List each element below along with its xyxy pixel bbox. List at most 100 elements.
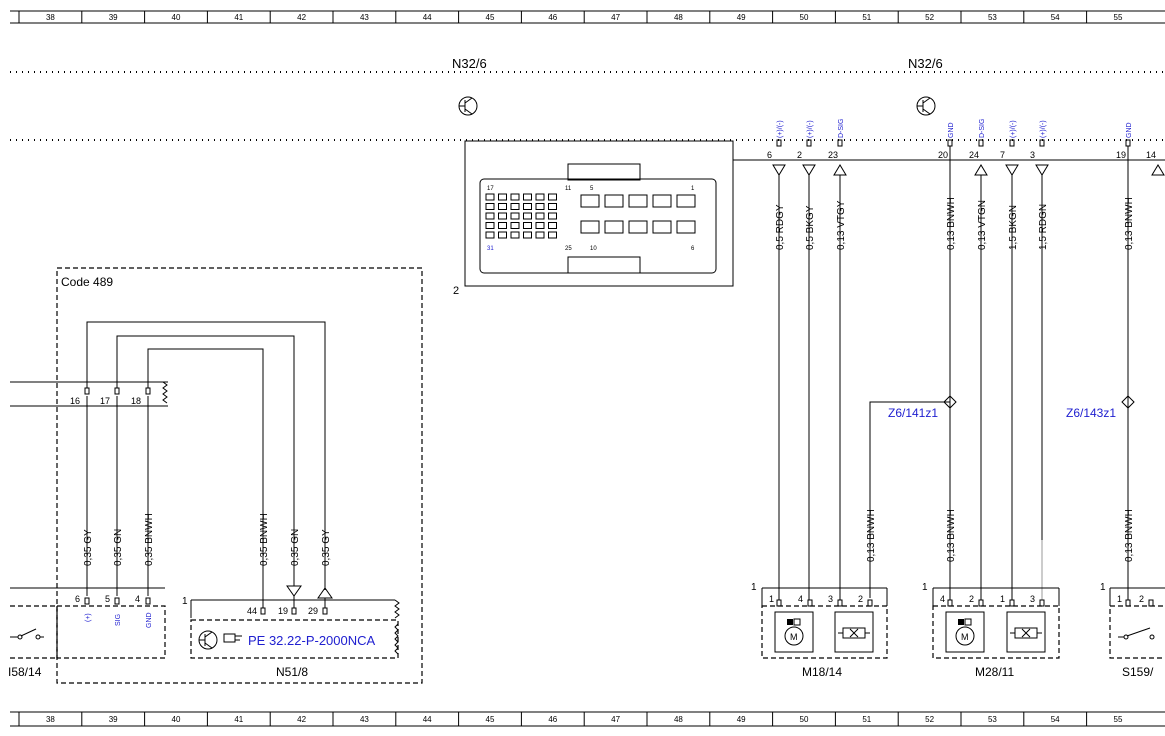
n51-pins: 44 19 29 bbox=[247, 606, 328, 616]
m18-pin-3: 3 bbox=[828, 594, 833, 604]
splice-z6-143 bbox=[1121, 395, 1135, 409]
top-pin-signal: GND bbox=[948, 122, 955, 138]
pin-socket bbox=[978, 139, 984, 147]
connector-number: 2 bbox=[453, 285, 459, 297]
top-pin-number: 24 bbox=[969, 150, 979, 160]
m18-one: 1 bbox=[751, 582, 757, 593]
top-pin-signal: D-SIG bbox=[838, 119, 845, 138]
code-489-box bbox=[56, 267, 423, 684]
grid-column-45: 45 bbox=[486, 715, 495, 724]
wire-m28-gnd: 0,13 BNWH bbox=[946, 509, 957, 562]
grid-column-48: 48 bbox=[674, 715, 683, 724]
pin-16: 16 bbox=[70, 396, 80, 406]
m18-box bbox=[761, 605, 888, 659]
n51-reference-link[interactable]: PE 32.22-P-2000NCA bbox=[248, 633, 376, 648]
grid-column-53: 53 bbox=[988, 13, 997, 22]
grid-column-55: 55 bbox=[1114, 715, 1123, 724]
m28-box bbox=[932, 605, 1060, 659]
pin-19: 19 bbox=[278, 606, 288, 616]
m28-pins: 4 2 1 3 bbox=[940, 594, 1045, 607]
top-pin-number: 14 bbox=[1146, 150, 1156, 160]
pin-18: 18 bbox=[131, 396, 141, 406]
n51-box bbox=[190, 619, 399, 659]
pin-socket bbox=[1009, 139, 1015, 147]
motor-icon: M bbox=[945, 611, 985, 653]
grid-column-52: 52 bbox=[925, 715, 934, 724]
code-489-label: Code 489 bbox=[61, 275, 113, 289]
wire-label: 0,13 BNWH bbox=[946, 197, 957, 250]
pin-socket bbox=[806, 139, 812, 147]
wire-label: 0,35 GN bbox=[290, 529, 301, 566]
s159-pin-2: 2 bbox=[1139, 594, 1144, 604]
transistor-icon bbox=[458, 96, 478, 116]
grid-column-43: 43 bbox=[360, 13, 369, 22]
connector-pin-6: 6 bbox=[691, 246, 695, 252]
top-pin-signal: (+)/(-) bbox=[807, 120, 814, 138]
grid-column-42: 42 bbox=[297, 13, 306, 22]
i58-lower-pins: 6 5 4 (+) SIG GND bbox=[75, 594, 153, 628]
top-pin-number: 6 bbox=[767, 150, 772, 160]
grid-column-49: 49 bbox=[737, 715, 746, 724]
connector-pin-1: 1 bbox=[691, 186, 695, 192]
grid-column-49: 49 bbox=[737, 13, 746, 22]
wire-label: 0,35 GN bbox=[113, 529, 124, 566]
top-pin-number: 3 bbox=[1030, 150, 1035, 160]
grid-column-42: 42 bbox=[297, 715, 306, 724]
connector-pin-17: 17 bbox=[487, 186, 494, 192]
grid-column-51: 51 bbox=[862, 13, 871, 22]
grid-column-39: 39 bbox=[109, 715, 118, 724]
sig-plus: (+) bbox=[85, 613, 92, 622]
connector-pin-10: 10 bbox=[590, 246, 597, 252]
connector-face bbox=[464, 140, 734, 287]
sensor-icon bbox=[1006, 611, 1046, 653]
splice-z6-141 bbox=[943, 395, 957, 409]
transistor-icon bbox=[916, 96, 936, 116]
grid-column-52: 52 bbox=[925, 13, 934, 22]
grid-column-46: 46 bbox=[548, 715, 557, 724]
pin-29: 29 bbox=[308, 606, 318, 616]
m18-pin-1: 1 bbox=[769, 594, 774, 604]
grid-column-55: 55 bbox=[1114, 13, 1123, 22]
m28-11-label: M28/11 bbox=[975, 665, 1014, 679]
pin-5: 5 bbox=[105, 594, 110, 604]
wire-label: 0,5 RDGY bbox=[775, 204, 786, 250]
m28-one: 1 bbox=[922, 582, 928, 593]
grid-column-47: 47 bbox=[611, 715, 620, 724]
n32-6-label-left: N32/6 bbox=[452, 56, 487, 71]
reference-hand-icon[interactable] bbox=[223, 633, 242, 643]
connector-pin-5: 5 bbox=[590, 186, 594, 192]
top-pin-signal: (+)/(-) bbox=[777, 120, 784, 138]
s159-label: S159/ bbox=[1122, 665, 1154, 679]
pin-4: 4 bbox=[135, 594, 140, 604]
top-pin-signal: (+)/(-) bbox=[1010, 120, 1017, 138]
grid-column-46: 46 bbox=[548, 13, 557, 22]
wire-label: 1,5 BKGN bbox=[1008, 205, 1019, 250]
top-pin-number: 2 bbox=[797, 150, 802, 160]
connector-pin-25: 25 bbox=[565, 246, 572, 252]
top-pin-number: 7 bbox=[1000, 150, 1005, 160]
transistor-icon bbox=[198, 630, 218, 650]
pin-17: 17 bbox=[100, 396, 110, 406]
top-pin-number: 19 bbox=[1116, 150, 1126, 160]
grid-column-40: 40 bbox=[172, 715, 181, 724]
top-pin-signal: D-SIG bbox=[979, 119, 986, 138]
m18-pin-2: 2 bbox=[858, 594, 863, 604]
wire-label: 0,13 BNWH bbox=[1124, 197, 1135, 250]
m28-pin-3: 3 bbox=[1030, 594, 1035, 604]
top-pin-number: 23 bbox=[828, 150, 838, 160]
wire-label: 0,13 VTGY bbox=[836, 200, 847, 250]
svg-text:M: M bbox=[790, 632, 798, 642]
grid-column-50: 50 bbox=[800, 13, 809, 22]
grid-column-54: 54 bbox=[1051, 13, 1060, 22]
grid-column-44: 44 bbox=[423, 13, 432, 22]
svg-text:M: M bbox=[961, 632, 969, 642]
grid-column-41: 41 bbox=[234, 13, 243, 22]
motor-icon: M bbox=[774, 611, 814, 653]
grid-column-50: 50 bbox=[800, 715, 809, 724]
connector-pin-31: 31 bbox=[487, 246, 494, 252]
grid-column-44: 44 bbox=[423, 715, 432, 724]
s159-pin-1: 1 bbox=[1117, 594, 1122, 604]
wire-s159: 0,13 BNWH bbox=[1124, 509, 1135, 562]
wire-label: 0,13 VTGN bbox=[977, 200, 988, 250]
